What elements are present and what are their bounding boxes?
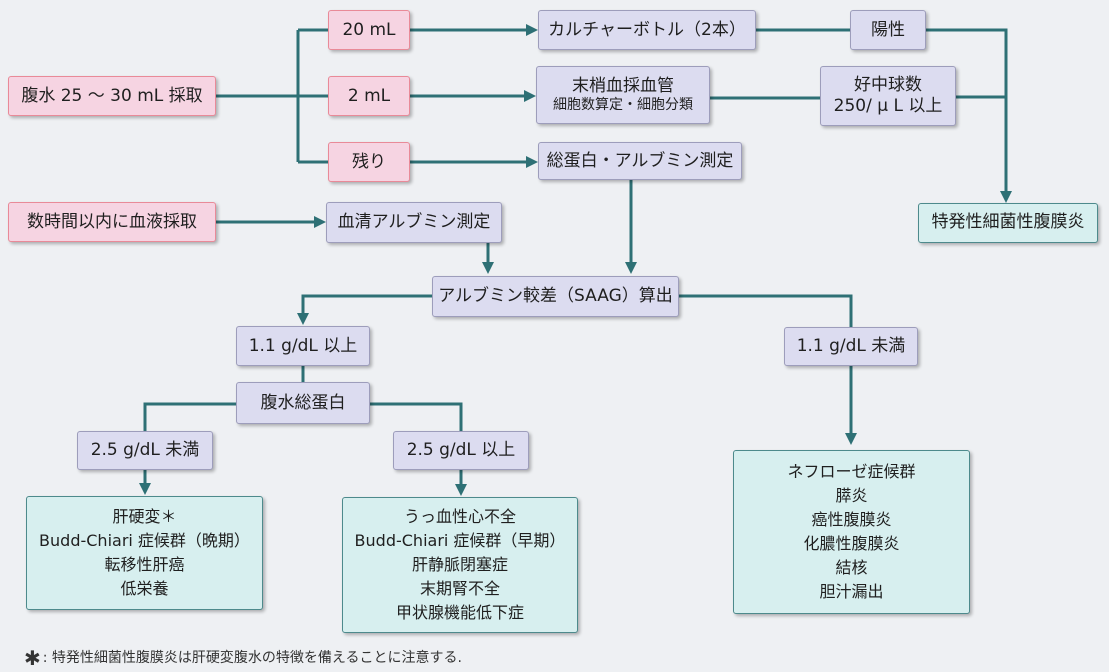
arrowhead-tphigh-result: [455, 484, 467, 496]
low-saag-label: 1.1 g/dL 未満: [796, 336, 906, 357]
result-tuberculosis: 結核: [835, 558, 868, 577]
result-carcinomatous-peritonitis: 癌性腹膜炎: [811, 510, 892, 529]
result-hypothyroidism: 甲状腺機能低下症: [395, 603, 524, 622]
footnote: ✱: 特発性細菌性腹膜炎は肝硬変腹水の特徴を備えることに注意する.: [24, 646, 462, 670]
tp-low-label: 2.5 g/dL 未満: [90, 440, 200, 461]
blood-tube-box: 末梢血採血管 細胞数算定・細胞分類: [536, 66, 710, 124]
positive-label: 陽性: [871, 19, 905, 40]
high-saag-box: 1.1 g/dL 以上: [236, 326, 370, 366]
low-saag-box: 1.1 g/dL 未満: [784, 327, 918, 366]
saag-label: アルブミン較差（SAAG）算出: [438, 286, 673, 307]
arrowhead-lowsaag-result: [845, 433, 857, 445]
neutrophil-box: 好中球数 250/ μ L 以上: [820, 66, 956, 126]
result-purulent-peritonitis: 化膿性腹膜炎: [803, 534, 900, 553]
arrowhead-serum: [314, 216, 326, 228]
connector-tp-low: [143, 402, 236, 431]
tp-low-box: 2.5 g/dL 未満: [77, 431, 213, 470]
blood-sampling-label: 数時間以内に血液採取: [27, 211, 197, 232]
total-protein-box: 腹水総蛋白: [236, 382, 370, 424]
result-budd-chiari-late: Budd-Chiari 症候群（晩期）: [39, 531, 250, 550]
remainder-label: 残り: [352, 151, 386, 172]
tp-high-box: 2.5 g/dL 以上: [393, 431, 529, 470]
ml2-box: 2 mL: [328, 76, 410, 116]
neutrophil-threshold: 250/ μ L 以上: [833, 96, 943, 116]
result-nephrotic-syndrome: ネフローゼ症候群: [787, 462, 916, 481]
culture-bottle-label: カルチャーボトル（2本）: [548, 19, 746, 40]
result-hepatic-vein-occlusion: 肝静脈閉塞症: [411, 555, 508, 574]
culture-bottle-box: カルチャーボトル（2本）: [538, 10, 756, 50]
serum-albumin-label: 血清アルブミン測定: [337, 212, 491, 233]
result-end-stage-renal-failure: 末期腎不全: [419, 579, 500, 598]
connector-tp-high: [370, 402, 463, 431]
arrowhead-protein: [526, 156, 538, 168]
positive-box: 陽性: [850, 10, 926, 50]
tp-high-label: 2.5 g/dL 以上: [406, 440, 516, 461]
arrowhead-saag-left: [482, 262, 494, 274]
result-bile-leak: 胆汁漏出: [819, 582, 884, 601]
arrowhead-sbp: [1000, 191, 1012, 203]
arrowhead-saag-right: [625, 262, 637, 274]
total-protein-label: 腹水総蛋白: [260, 392, 346, 413]
ml20-label: 20 mL: [342, 19, 396, 40]
ascites-sampling-label: 腹水 25 〜 30 mL 採取: [21, 85, 203, 106]
neutrophil-title: 好中球数: [854, 75, 922, 96]
result-congestive-heart-failure: うっ血性心不全: [403, 507, 516, 526]
protein-measure-label: 総蛋白・アルブミン測定: [546, 150, 734, 171]
arrowhead-tplow-result: [139, 483, 151, 495]
arrowhead-bloodtube: [524, 90, 536, 102]
sbp-label: 特発性細菌性腹膜炎: [931, 212, 1085, 233]
arrowhead-culture: [526, 24, 538, 36]
serum-albumin-box: 血清アルブミン測定: [326, 202, 502, 243]
result-budd-chiari-early: Budd-Chiari 症候群（早期）: [354, 531, 566, 550]
saag-box: アルブミン較差（SAAG）算出: [432, 276, 679, 317]
ml2-label: 2 mL: [347, 85, 391, 106]
result-cirrhosis: 肝硬変＊: [112, 507, 177, 526]
arrowhead-high-saag: [297, 313, 309, 325]
connector-saag-high: [301, 294, 432, 316]
protein-measure-box: 総蛋白・アルブミン測定: [538, 142, 742, 180]
remainder-box: 残り: [328, 142, 410, 182]
footnote-text: : 特発性細菌性腹膜炎は肝硬変腹水の特徴を備えることに注意する.: [42, 650, 462, 666]
tp-high-result-box: うっ血性心不全 Budd-Chiari 症候群（早期） 肝静脈閉塞症 末期腎不全…: [342, 497, 578, 633]
high-saag-label: 1.1 g/dL 以上: [248, 335, 358, 356]
result-malnutrition: 低栄養: [120, 579, 169, 598]
blood-tube-title: 末梢血採血管: [572, 76, 674, 97]
sbp-box: 特発性細菌性腹膜炎: [918, 203, 1098, 243]
ascites-sampling-box: 腹水 25 〜 30 mL 採取: [8, 76, 216, 116]
footnote-mark: ✱: [24, 646, 41, 670]
connector-saag-low: [679, 294, 853, 327]
result-metastatic-liver-cancer: 転移性肝癌: [104, 555, 185, 574]
connector-positive-sbp: [926, 28, 1008, 193]
low-saag-result-box: ネフローゼ症候群 膵炎 癌性腹膜炎 化膿性腹膜炎 結核 胆汁漏出: [733, 450, 970, 614]
result-pancreatitis: 膵炎: [835, 486, 868, 505]
blood-tube-subtitle: 細胞数算定・細胞分類: [553, 96, 693, 113]
blood-sampling-box: 数時間以内に血液採取: [8, 202, 216, 242]
tp-low-result-box: 肝硬変＊ Budd-Chiari 症候群（晩期） 転移性肝癌 低栄養: [26, 496, 263, 610]
ml20-box: 20 mL: [328, 10, 410, 50]
